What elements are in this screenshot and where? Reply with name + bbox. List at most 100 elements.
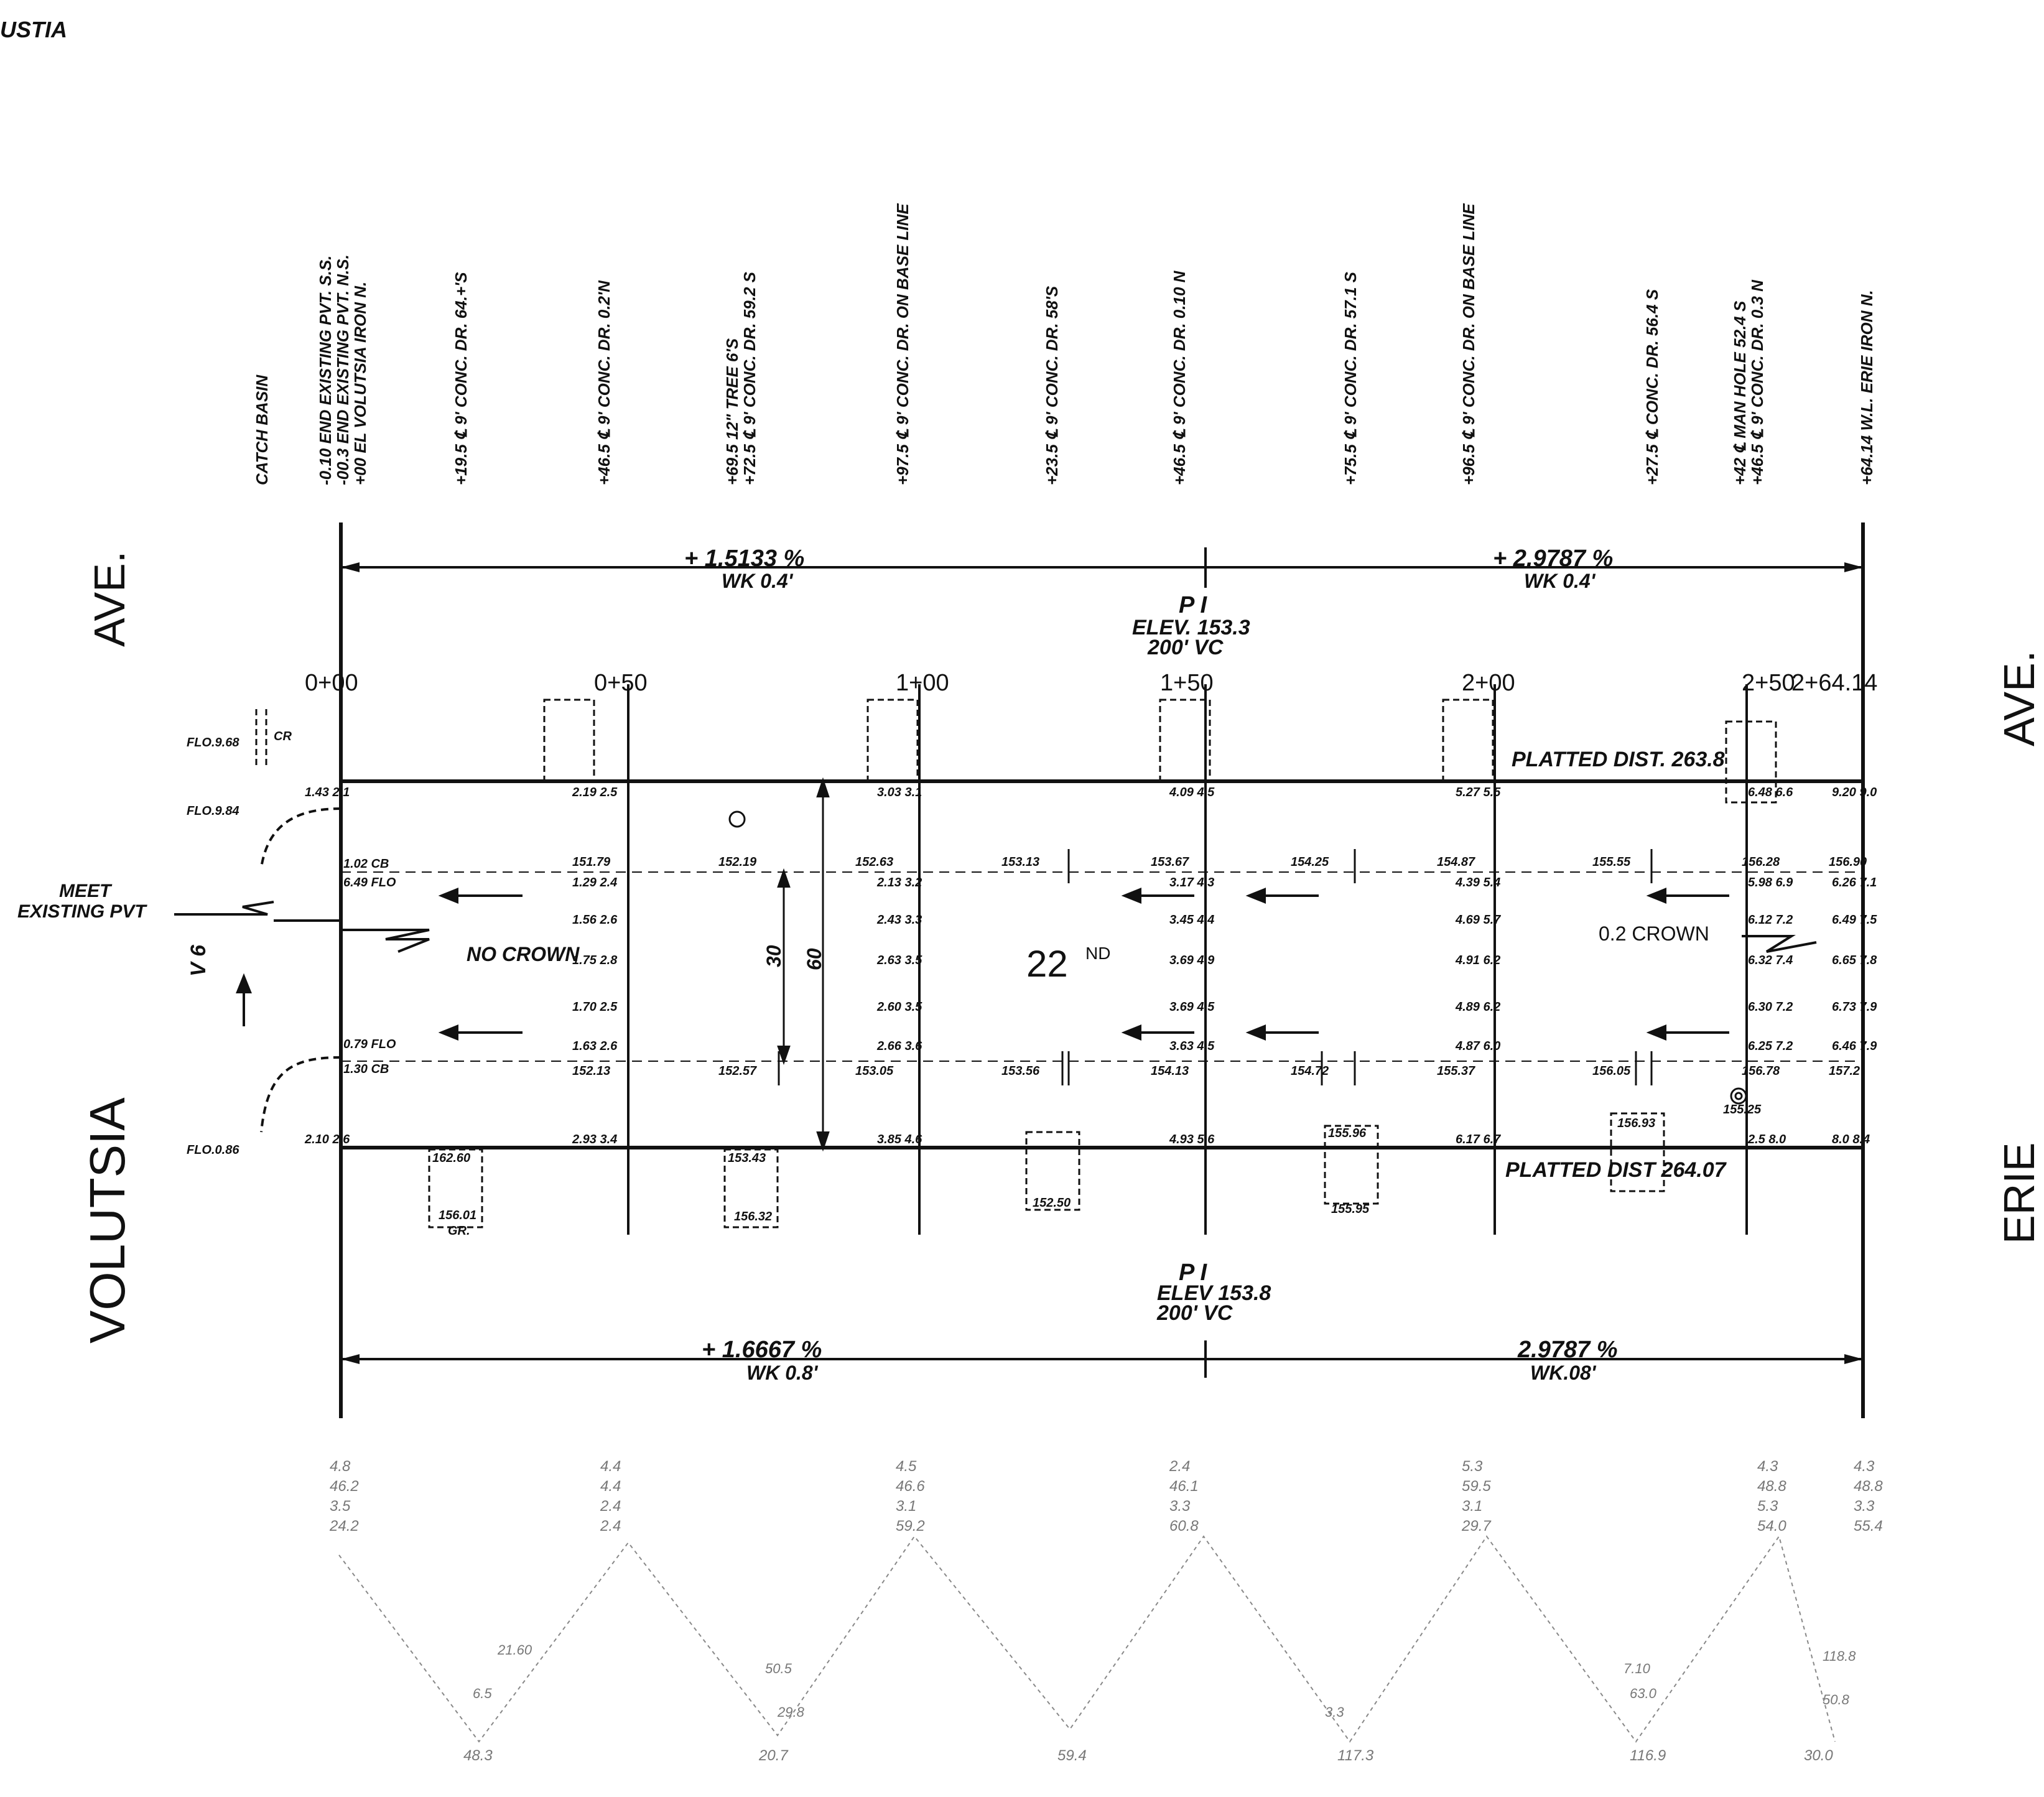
south-elev: 153.05	[855, 1064, 894, 1078]
bottom-right-wk: WK.08'	[1530, 1362, 1597, 1384]
driveway-label: 155.96	[1328, 1126, 1367, 1140]
offset-elev: 4.39 5.4	[1455, 876, 1500, 889]
platted-bottom: PLATTED DIST 264.07	[1505, 1158, 1727, 1182]
offset-elev: 3.69 4.5	[1169, 1000, 1215, 1014]
pencil-mid: 118.8	[1823, 1648, 1856, 1664]
offset-elev: 4.89 6.2	[1455, 1000, 1500, 1014]
driveway-box	[1442, 699, 1494, 782]
pencil-bottom: 116.9	[1630, 1747, 1666, 1764]
platted-top: PLATTED DIST. 263.8	[1512, 748, 1725, 771]
pencil-bottom: 117.3	[1337, 1747, 1374, 1764]
driveway-label: 153.43	[728, 1151, 766, 1165]
driveway-label: GR.	[448, 1224, 470, 1238]
dim-60: 60	[803, 948, 825, 970]
north-edge-elev: 1.43 2.1	[305, 786, 350, 799]
dimension-arrows	[341, 562, 1863, 1364]
pencil-mid: 7.10	[1624, 1661, 1651, 1676]
pencil-note: 29.7	[1461, 1518, 1492, 1535]
cr-label: CR	[274, 730, 292, 743]
station-note: +27.5 ℄ CONC. DR. 56.4 S	[1643, 289, 1661, 485]
pencil-note: 4.3	[1854, 1458, 1875, 1475]
offset-elev: 4.91 6.2	[1455, 954, 1500, 967]
offset-elev: 6.32 7.4	[1748, 954, 1793, 967]
station-note: +69.5 12" TREE 6'S	[723, 338, 741, 485]
centerline-elev: 156.90	[1829, 855, 1867, 869]
driveway-label: 152.50	[1033, 1196, 1071, 1210]
driveway-box	[1610, 1112, 1665, 1192]
left-flo2: 0.79 FLO	[343, 1038, 396, 1051]
offset-elev: 6.73 7.9	[1832, 1000, 1877, 1014]
centerline-elev: 153.13	[1001, 855, 1039, 869]
pencil-note: 54.0	[1757, 1518, 1786, 1535]
bottom-left-wk: WK 0.8'	[746, 1362, 819, 1384]
station-label: 0+50	[594, 670, 648, 696]
station-label: 2+50	[1742, 670, 1795, 696]
south-elev: 157.2	[1829, 1064, 1860, 1078]
road-outline	[339, 522, 1865, 1418]
top-elev: ELEV. 153.3	[1132, 616, 1250, 639]
north-edge-elev: 9.20 9.0	[1832, 786, 1877, 799]
v6-label: V 6	[187, 944, 210, 977]
top-pi: P I	[1179, 592, 1207, 618]
offset-elev: 3.69 4.9	[1169, 954, 1215, 967]
station-note: +96.5 ℄ 9' CONC. DR. ON BASE LINE	[1459, 203, 1478, 485]
north-edge-elev: 2.19 2.5	[572, 786, 618, 799]
pencil-note: 46.2	[330, 1478, 359, 1495]
offset-elev: 6.65 7.8	[1832, 954, 1877, 967]
top-left-wk: WK 0.4'	[722, 570, 794, 592]
corner-label: USTIA	[0, 17, 67, 42]
left-cb2: 1.30 CB	[343, 1062, 389, 1076]
top-right-grade: + 2.9787 %	[1493, 546, 1613, 572]
north-edge-elev: 5.27 5.5	[1456, 786, 1501, 799]
offset-elev: 2.66 3.6	[876, 1039, 922, 1053]
street-label-left-bottom: VOLUTSIA	[80, 1097, 135, 1344]
dim-30: 30	[763, 945, 785, 967]
top-vc: 200' VC	[1147, 636, 1224, 659]
station-note: +64.14 W.L. ERIE IRON N.	[1857, 290, 1876, 485]
centerline-elev: 152.19	[718, 855, 757, 869]
station-note: +19.5 ℄ 9' CONC. DR. 64.+'S	[452, 272, 470, 485]
pencil-mid: 29.8	[777, 1704, 805, 1720]
pencil-note: 5.3	[1462, 1458, 1483, 1475]
south-edge-elev: 2.10 2.6	[304, 1133, 350, 1146]
centerline-elev: 153.67	[1151, 855, 1189, 869]
offset-elev: 2.43 3.3	[876, 913, 922, 927]
south-edge-elev: 6.17 6.7	[1456, 1133, 1501, 1146]
pencil-note: 3.5	[330, 1498, 351, 1515]
offset-elev: 2.60 3.5	[876, 1000, 922, 1014]
pencil-zigzag	[338, 1535, 1836, 1743]
station-note: CATCH BASIN	[253, 374, 271, 485]
driveway-label: 156.01	[439, 1209, 476, 1222]
existing-pvt-label: EXISTING PVT	[17, 901, 147, 922]
left-flo: 6.49 FLO	[343, 876, 396, 889]
offset-elev: 3.17 4.3	[1169, 876, 1214, 889]
pencil-note: 55.4	[1854, 1518, 1883, 1535]
pencil-note: 5.3	[1757, 1498, 1778, 1515]
pencil-note: 48.8	[1854, 1478, 1883, 1495]
pencil-bottom: 20.7	[758, 1747, 789, 1764]
top-left-grade: + 1.5133 %	[684, 546, 804, 572]
driveway-box	[866, 699, 919, 782]
south-edge-elev: 2.93 3.4	[572, 1133, 617, 1146]
driveway-label: 155.95	[1331, 1202, 1370, 1216]
station-note: -00.3 END EXISTING PVT. N.S.	[333, 254, 352, 485]
driveway-box	[1324, 1125, 1379, 1205]
no-crown-label: NO CROWN	[467, 943, 580, 965]
pencil-note: 48.8	[1757, 1478, 1786, 1495]
offset-elev: 3.63 4.5	[1169, 1039, 1215, 1053]
bottom-right-grade: 2.9787 %	[1517, 1337, 1618, 1363]
station-label: 0+00	[305, 670, 358, 696]
offset-elev: 3.45 4.4	[1169, 913, 1214, 927]
south-elev: 155.37	[1437, 1064, 1475, 1078]
driveway-box	[428, 1148, 483, 1228]
fl-a: FLO.9.68	[187, 736, 239, 750]
left-cb: 1.02 CB	[343, 857, 389, 871]
flow-arrows	[236, 777, 1729, 1152]
station-label: 2+00	[1462, 670, 1515, 696]
driveway-label: 155.25	[1723, 1103, 1762, 1117]
driveway-label: 162.60	[432, 1151, 470, 1165]
